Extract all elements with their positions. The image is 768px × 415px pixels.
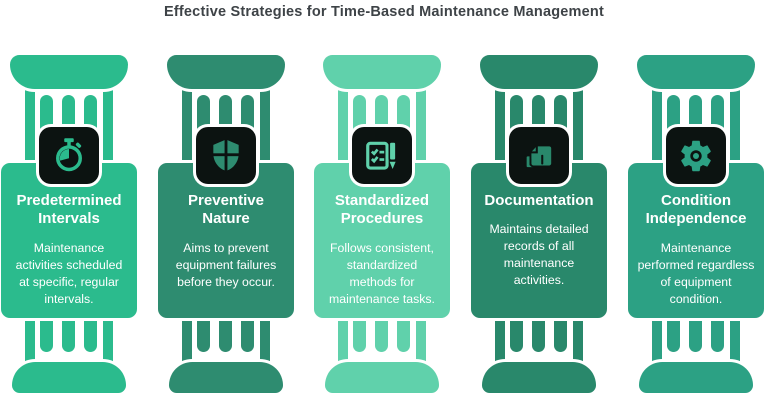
pillar-capital (10, 55, 128, 89)
card-description: Maintains detailed records of all mainte… (489, 222, 589, 288)
card-heading: Predetermined Intervals (16, 192, 122, 228)
icon-box (666, 127, 726, 184)
card-heading: Condition Independence (645, 192, 747, 228)
strategy-card: Predetermined Intervals Maintenance acti… (1, 163, 137, 318)
icon-box (352, 127, 412, 184)
stopwatch-icon (56, 137, 82, 171)
pillar-base (639, 362, 753, 393)
pillar-base (12, 362, 126, 393)
card-description: Follows consistent, standardized methods… (329, 240, 435, 306)
pillar-capital (323, 55, 441, 89)
card-heading: Preventive Nature (188, 192, 264, 228)
pillar-base (482, 362, 596, 393)
card-description: Maintenance performed regardless of equi… (637, 240, 755, 306)
pillar-base (325, 362, 439, 393)
card-heading: Standardized Procedures (334, 192, 430, 228)
icon-box (39, 127, 99, 184)
icon-box (196, 127, 256, 184)
pillar-preventive-nature: Preventive Nature Aims to prevent equipm… (148, 0, 304, 415)
card-description: Maintenance activities scheduled at spec… (15, 240, 123, 306)
documents-icon (524, 143, 554, 169)
strategy-card: Preventive Nature Aims to prevent equipm… (158, 163, 294, 318)
pillar-capital (637, 55, 755, 89)
card-description: Aims to prevent equipment failures befor… (175, 240, 277, 289)
strategy-card: Condition Independence Maintenance perfo… (628, 163, 764, 318)
checklist-pen-icon (366, 140, 397, 170)
pillar-base (169, 362, 283, 393)
pillar-capital (480, 55, 598, 89)
pillar-standardized-procedures: Standardized Procedures Follows consiste… (304, 0, 460, 415)
infographic-title: Effective Strategies for Time-Based Main… (163, 4, 604, 20)
strategy-card: Documentation Maintains detailed records… (471, 163, 607, 318)
card-heading: Documentation (484, 192, 594, 209)
pillar-condition-independence: Condition Independence Maintenance perfo… (618, 0, 768, 415)
pillar-capital (167, 55, 285, 89)
pillar-documentation: Documentation Maintains detailed records… (461, 0, 617, 415)
gear-icon (681, 140, 711, 171)
strategy-card: Standardized Procedures Follows consiste… (314, 163, 450, 318)
icon-box (509, 127, 569, 184)
pillar-predetermined-intervals: Predetermined Intervals Maintenance acti… (0, 0, 147, 415)
shield-icon (212, 138, 240, 172)
